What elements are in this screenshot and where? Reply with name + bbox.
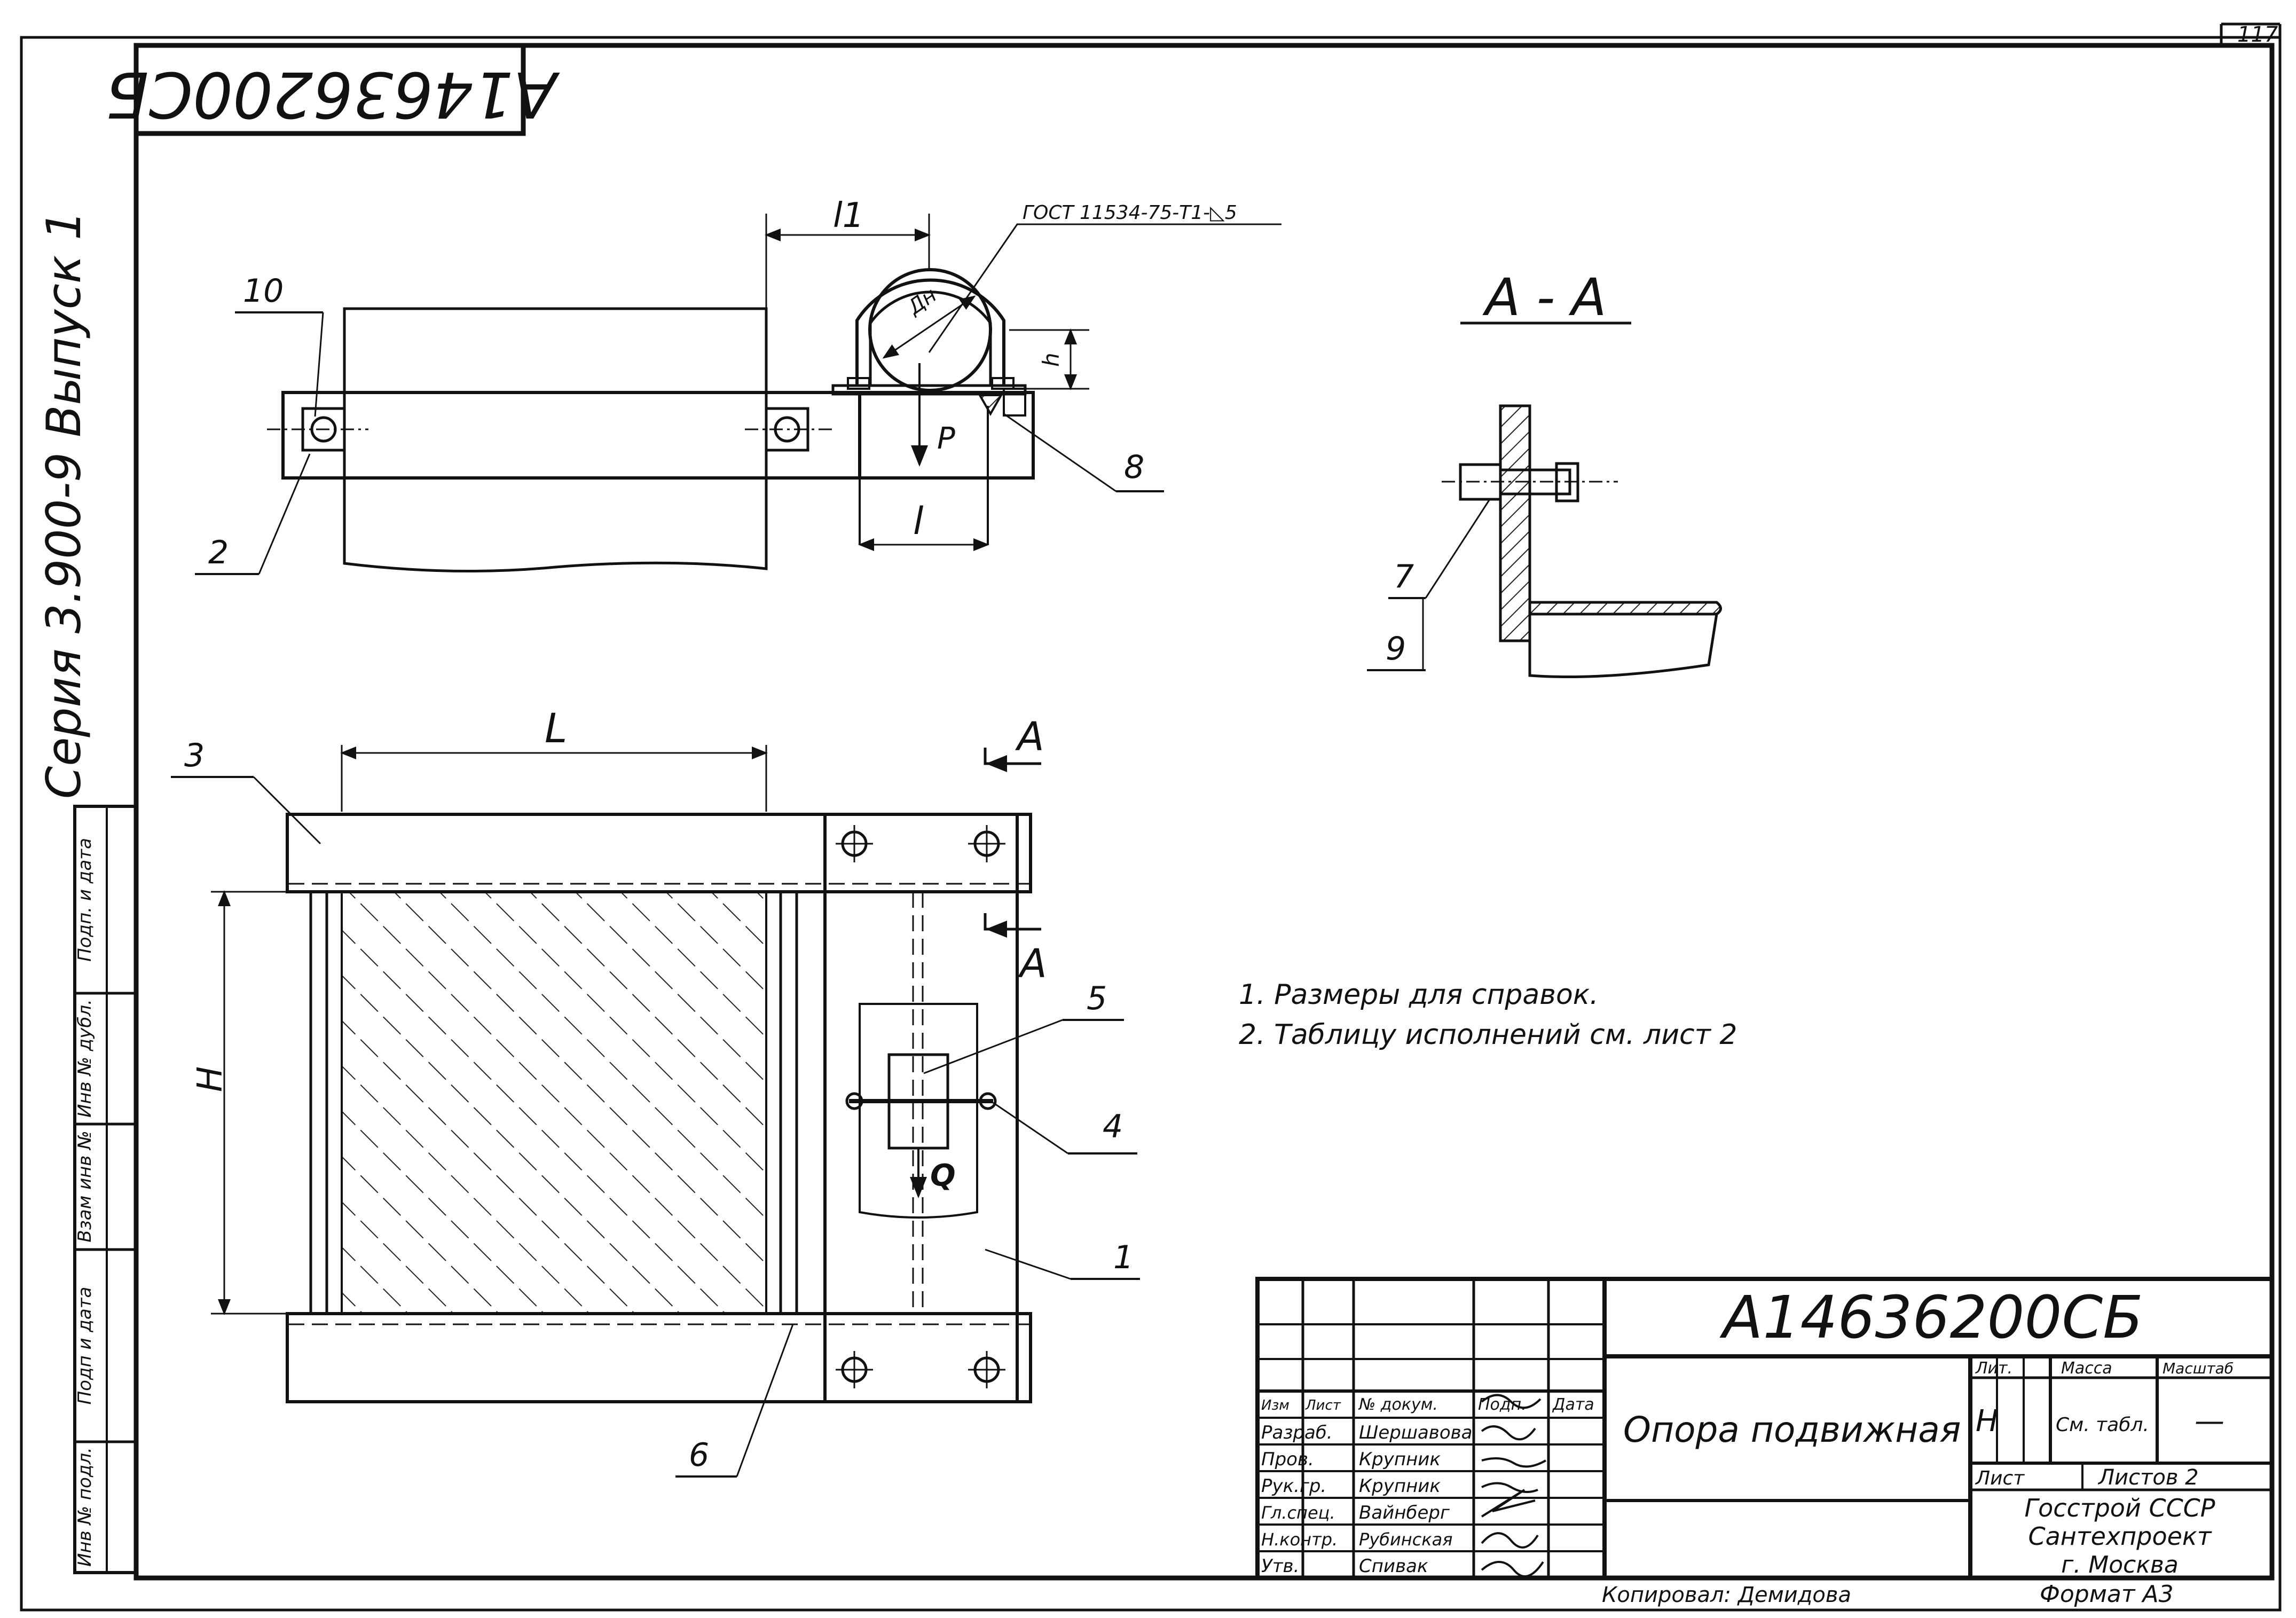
hole-4 <box>968 1351 1005 1388</box>
format-label: Формат А3 <box>2040 1581 2174 1608</box>
signature-scribbles <box>1481 1394 1546 1577</box>
callout-7: 7 <box>1394 558 1414 595</box>
stamp-box: А14636200СБ <box>106 43 561 136</box>
section-title: А - А <box>1482 268 1606 327</box>
tb-person-2: Крупник <box>1359 1475 1441 1497</box>
hole-3 <box>836 1351 873 1388</box>
tb-role-3: Гл.спец. <box>1261 1503 1335 1523</box>
front-view: Q L H А А 3 5 4 1 6 <box>171 704 1140 1478</box>
callout-10: 10 <box>243 272 284 310</box>
tb-person-0: Шершавова <box>1359 1422 1473 1443</box>
tb-mass-value: См. табл. <box>2056 1414 2149 1436</box>
callout-4: 4 <box>1103 1108 1123 1145</box>
tb-designation: А14636200СБ <box>1719 1283 2143 1352</box>
tb-header-list: Лист <box>1305 1397 1341 1413</box>
callout-8: 8 <box>1124 449 1144 486</box>
side-stamp-1: Подп и дата <box>74 1287 96 1405</box>
tb-lit-label: Лит. <box>1975 1359 2012 1378</box>
dim-l: l <box>913 499 924 543</box>
title-block: Изм Лист № докум. Подп. Дата Разраб. Шер… <box>1255 1277 2274 1580</box>
callout-2: 2 <box>208 534 229 571</box>
callout-5: 5 <box>1087 980 1107 1017</box>
sheet-number: 117 <box>2237 22 2278 47</box>
section-mark-bottom: А <box>1018 941 1047 987</box>
tb-scale-label: Масштаб <box>2163 1360 2234 1377</box>
tb-org-1: Сантехпроект <box>2028 1522 2212 1551</box>
tb-sheet-label: Лист <box>1975 1467 2025 1489</box>
tb-mass-label: Масса <box>2061 1359 2112 1378</box>
dim-L: L <box>545 704 567 752</box>
hole-2 <box>968 825 1005 862</box>
dim-H: H <box>191 1066 230 1092</box>
tb-header-izm: Изм <box>1261 1397 1289 1413</box>
tb-scale-value: — <box>2195 1404 2224 1439</box>
tb-org-2: г. Москва <box>2061 1551 2179 1578</box>
tb-role-0: Разраб. <box>1261 1422 1333 1443</box>
tb-name: Опора подвижная <box>1623 1409 1961 1450</box>
hole-1 <box>836 825 873 862</box>
callout-3: 3 <box>184 737 205 774</box>
tb-role-2: Рук.гр. <box>1261 1475 1326 1497</box>
tb-sheets-label: Листов 2 <box>2097 1465 2199 1490</box>
stamp-code: А14636200СБ <box>106 58 561 131</box>
tb-role-4: Н.контр. <box>1261 1529 1338 1550</box>
side-stamp-2: Взам инв № <box>74 1130 96 1242</box>
force-p: P <box>937 421 955 456</box>
side-stamp-4: Подп. и дата <box>74 838 96 962</box>
side-stamp-3: Инв № дубл. <box>74 999 96 1118</box>
callout-9: 9 <box>1386 630 1406 667</box>
side-stamp: Инв № подл. Подп и дата Взам инв № Инв №… <box>73 805 138 1574</box>
tb-person-3: Вайнберг <box>1359 1502 1450 1523</box>
force-q: Q <box>930 1158 956 1193</box>
section-mark-top: А <box>1015 714 1044 760</box>
tb-person-1: Крупник <box>1359 1449 1441 1470</box>
tb-person-5: Спивак <box>1359 1556 1428 1577</box>
section-a-a: А - А 7 9 <box>1367 268 1722 678</box>
dim-dn: Дн <box>902 283 941 319</box>
notes: 1. Размеры для справок. 2. Таблицу испол… <box>1239 979 1737 1051</box>
side-stamp-0: Инв № подл. <box>74 1447 96 1567</box>
note-1: 1. Размеры для справок. <box>1239 979 1599 1011</box>
tb-org-0: Госстрой СССР <box>2024 1494 2215 1522</box>
weld-note: ГОСТ 11534-75-Т1-◺5 <box>1023 202 1237 224</box>
note-2: 2. Таблицу исполнений см. лист 2 <box>1239 1019 1737 1051</box>
tb-person-4: Рубинская <box>1359 1529 1452 1550</box>
callout-1: 1 <box>1113 1239 1134 1276</box>
copied-by: Копировал: Демидова <box>1602 1583 1851 1607</box>
series-label: Серия 3.900-9 Выпуск 1 <box>36 210 91 799</box>
sheet-frame: 117 <box>20 22 2282 1612</box>
tb-role-5: Утв. <box>1261 1556 1299 1577</box>
callout-6: 6 <box>689 1436 709 1474</box>
tb-header-date: Дата <box>1552 1395 1594 1414</box>
dim-l1: l1 <box>833 196 864 235</box>
tb-role-1: Пров. <box>1261 1449 1314 1470</box>
tb-header-doc: № докум. <box>1358 1395 1438 1414</box>
dim-h: h <box>1038 352 1064 367</box>
tb-lit-value: Н <box>1976 1404 1998 1439</box>
top-view: Дн P l1 ГОСТ 11534-75-Т1-◺5 h l 10 2 8 <box>195 196 1281 575</box>
